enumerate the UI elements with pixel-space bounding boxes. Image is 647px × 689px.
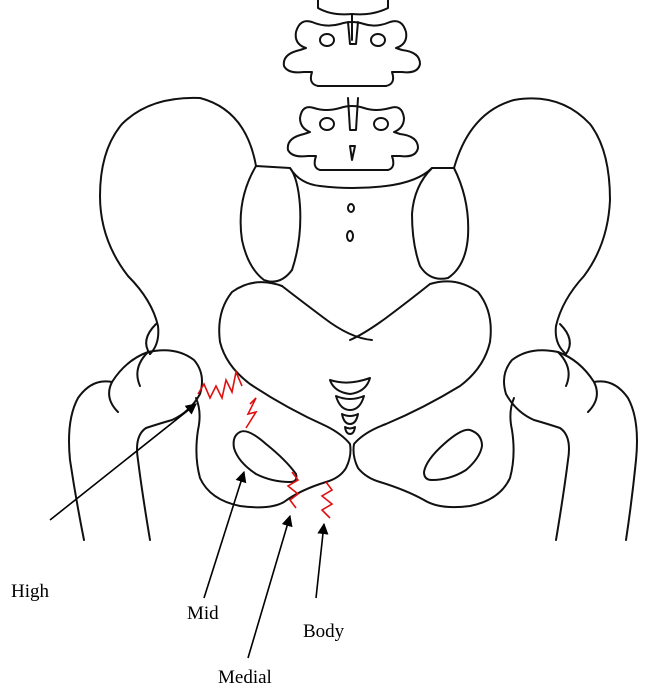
label-high: High [11, 581, 50, 602]
body-arrow [316, 524, 324, 598]
right-femur [504, 350, 637, 540]
lumbar-vertebrae [284, 0, 420, 170]
mid-fracture-line [246, 398, 256, 428]
high-arrow [50, 404, 196, 520]
medial-fracture-line [288, 472, 298, 508]
body-fracture-line [322, 482, 332, 518]
sacrum [241, 166, 469, 434]
high-fracture-line [198, 372, 242, 398]
left-hip-bone [100, 98, 372, 507]
label-body: Body [303, 621, 345, 642]
medial-arrow [248, 516, 290, 658]
label-medial: Medial [218, 667, 272, 688]
left-femur [69, 350, 202, 540]
right-hip-bone [350, 98, 610, 507]
label-mid: Mid [187, 603, 219, 624]
